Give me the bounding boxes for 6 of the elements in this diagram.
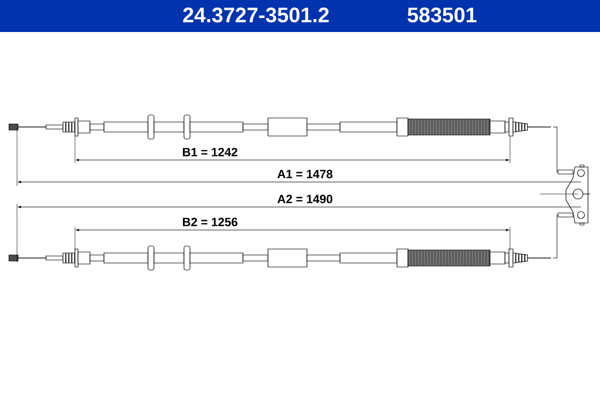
part-number: 24.3727-3501.2 xyxy=(183,8,329,22)
dimension-label: A1 = 1478 xyxy=(277,170,332,178)
dimension-label: B2 = 1256 xyxy=(182,218,238,226)
dimension-label: B1 = 1242 xyxy=(182,148,238,156)
part-number: 583501 xyxy=(408,8,476,22)
dimension-label: A2 = 1490 xyxy=(277,194,332,204)
